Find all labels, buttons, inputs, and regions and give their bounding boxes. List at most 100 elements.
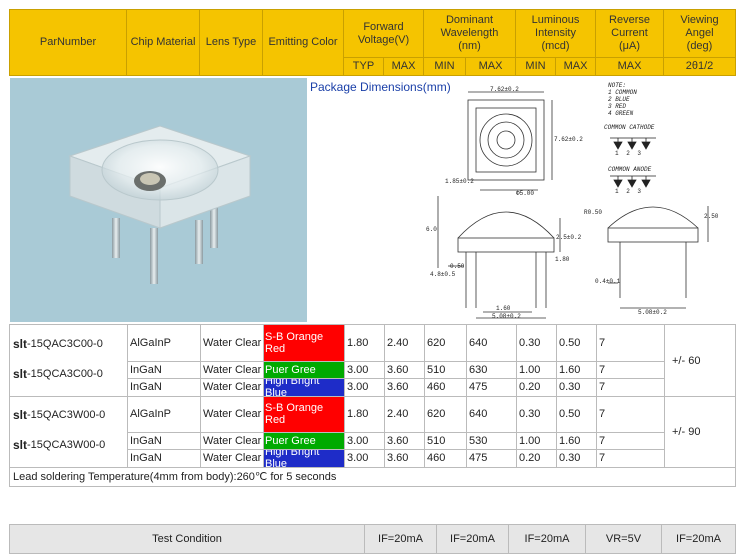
wl-max-cell: 475 (469, 452, 488, 464)
part-number-cell: slt-15QCA3C00-0 (13, 367, 103, 381)
wl-max-cell: 475 (469, 381, 488, 393)
header-emitting-color: Emitting Color (263, 10, 344, 75)
part-number-cell: slt-15QAC3C00-0 (13, 337, 103, 351)
dim-pitch: 1.85±0.2 (445, 178, 474, 185)
chip-material-cell: InGaN (130, 452, 162, 464)
vf-typ-cell: 1.80 (347, 408, 369, 420)
ir-max-cell: 7 (599, 381, 606, 393)
test-condition-wavelength: IF=20mA (437, 525, 509, 553)
subheader-vf-max: MAX (384, 58, 424, 75)
test-condition-label: Test Condition (10, 525, 365, 553)
dim-side-height: 2.50 (704, 213, 719, 220)
vf-typ-cell: 3.00 (347, 363, 369, 376)
grid-line (10, 396, 735, 397)
vf-max-cell: 3.60 (387, 381, 409, 393)
note-line: 2 BLUE (608, 96, 630, 103)
iv-max-cell: 0.50 (559, 337, 581, 349)
ir-max-cell: 7 (599, 434, 606, 447)
emitting-color-cell: High Bright Blue (263, 449, 344, 467)
subheader-iv-min: MIN (516, 58, 556, 75)
header-chip-material: Chip Material (127, 10, 200, 75)
header-forward-voltage: Forward Voltage(V) (344, 10, 424, 58)
vf-typ-cell: 3.00 (347, 381, 369, 393)
part-number-cell: slt-15QCA3W00-0 (13, 438, 106, 452)
iv-max-cell: 0.30 (559, 452, 581, 464)
table-row: InGaN Water Clear Puer Gree 3.00 3.60 51… (127, 432, 664, 449)
package-drawing (437, 91, 709, 319)
vf-max-cell: 3.60 (387, 434, 409, 447)
iv-max-cell: 0.30 (559, 381, 581, 393)
dim-height: 6.0 (426, 226, 437, 233)
vf-typ-cell: 1.80 (347, 337, 369, 349)
table-row: AlGaInP Water Clear S-B Orange Red 1.80 … (127, 396, 664, 432)
iv-max-cell: 0.50 (559, 408, 581, 420)
subheader-ir-max: MAX (596, 58, 664, 75)
wl-min-cell: 510 (427, 434, 446, 447)
vf-max-cell: 3.60 (387, 452, 409, 464)
chip-material-cell: AlGaInP (130, 408, 171, 420)
note-line: NOTE: (608, 82, 627, 89)
ir-max-cell: 7 (599, 408, 606, 420)
wl-min-cell: 510 (427, 363, 446, 376)
wl-max-cell: 630 (469, 363, 488, 376)
common-anode-label: COMMON ANODE (608, 166, 652, 173)
note-line: 3 RED (608, 103, 627, 110)
table-row: InGaN Water Clear Puer Gree 3.00 3.60 51… (127, 361, 664, 378)
emitting-color-cell: High Bright Blue (263, 378, 344, 396)
dim-side-thickness: 0.4±0.1 (595, 278, 621, 285)
subheader-iv-max: MAX (556, 58, 596, 75)
dim-lead-thickness: 1.80 (555, 256, 570, 263)
lens-type-cell: Water Clear (203, 452, 262, 464)
test-condition-reverse: VR=5V (586, 525, 662, 553)
emitting-color-cell: S-B Orange Red (263, 396, 344, 432)
header-luminous-intensity: Luminous Intensity (mcd) (516, 10, 596, 58)
header-dominant-wavelength: Dominant Wavelength (nm) (424, 10, 516, 58)
test-condition-row: Test Condition IF=20mA IF=20mA IF=20mA V… (9, 524, 736, 554)
iv-max-cell: 1.60 (559, 363, 581, 376)
emitting-color-cell: Puer Gree (263, 361, 344, 378)
table-row: AlGaInP Water Clear S-B Orange Red 1.80 … (127, 325, 664, 361)
test-condition-intensity: IF=20mA (509, 525, 586, 553)
part-number-cell: slt-15QAC3W00-0 (13, 408, 106, 422)
dim-span2: 5.08±0.2 (492, 313, 521, 320)
dim-lead-width: 0.50 (450, 263, 465, 270)
grid-line (127, 361, 664, 362)
test-condition-angle: IF=20mA (662, 525, 735, 553)
iv-min-cell: 1.00 (519, 434, 541, 447)
spec-table-header: ParNumber Chip Material Lens Type Emitti… (9, 9, 736, 76)
vf-typ-cell: 3.00 (347, 452, 369, 464)
subheader-wl-min: MIN (424, 58, 466, 75)
cathode-pin-numbers: 1 2 3 (615, 150, 642, 157)
table-row: InGaN Water Clear High Bright Blue 3.00 … (127, 378, 664, 396)
grid-line (127, 432, 664, 433)
note-line: 4 GREEN (608, 110, 634, 117)
header-reverse-current: Reverse Current (μA) (596, 10, 664, 58)
dim-radius: R0.50 (584, 209, 603, 216)
dim-top-width: 7.62±0.2 (490, 86, 519, 93)
ir-max-cell: 7 (599, 337, 606, 349)
lens-type-cell: Water Clear (203, 337, 262, 349)
anode-pin-numbers: 1 2 3 (615, 188, 642, 195)
iv-min-cell: 0.30 (519, 408, 541, 420)
ir-max-cell: 7 (599, 452, 606, 464)
wl-min-cell: 620 (427, 337, 446, 349)
header-viewing-angle: Viewing Angel (deg) (664, 10, 735, 58)
lens-type-cell: Water Clear (203, 363, 262, 376)
ir-max-cell: 7 (599, 363, 606, 376)
iv-min-cell: 0.20 (519, 381, 541, 393)
header-part-number: ParNumber (10, 10, 127, 75)
emitting-color-cell: S-B Orange Red (263, 325, 344, 361)
wl-max-cell: 640 (469, 337, 488, 349)
common-cathode-label: COMMON CATHODE (604, 124, 655, 131)
lens-type-cell: Water Clear (203, 434, 262, 447)
product-photo (10, 78, 307, 322)
chip-material-cell: InGaN (130, 381, 162, 393)
iv-min-cell: 0.30 (519, 337, 541, 349)
spec-table-body: slt-15QAC3C00-0 slt-15QCA3C00-0 slt-15QA… (9, 324, 736, 468)
subheader-vf-typ: TYP (344, 58, 384, 75)
chip-material-cell: InGaN (130, 434, 162, 447)
subheader-wl-max: MAX (466, 58, 516, 75)
vf-typ-cell: 3.00 (347, 434, 369, 447)
iv-min-cell: 0.20 (519, 452, 541, 464)
wl-min-cell: 620 (427, 408, 446, 420)
